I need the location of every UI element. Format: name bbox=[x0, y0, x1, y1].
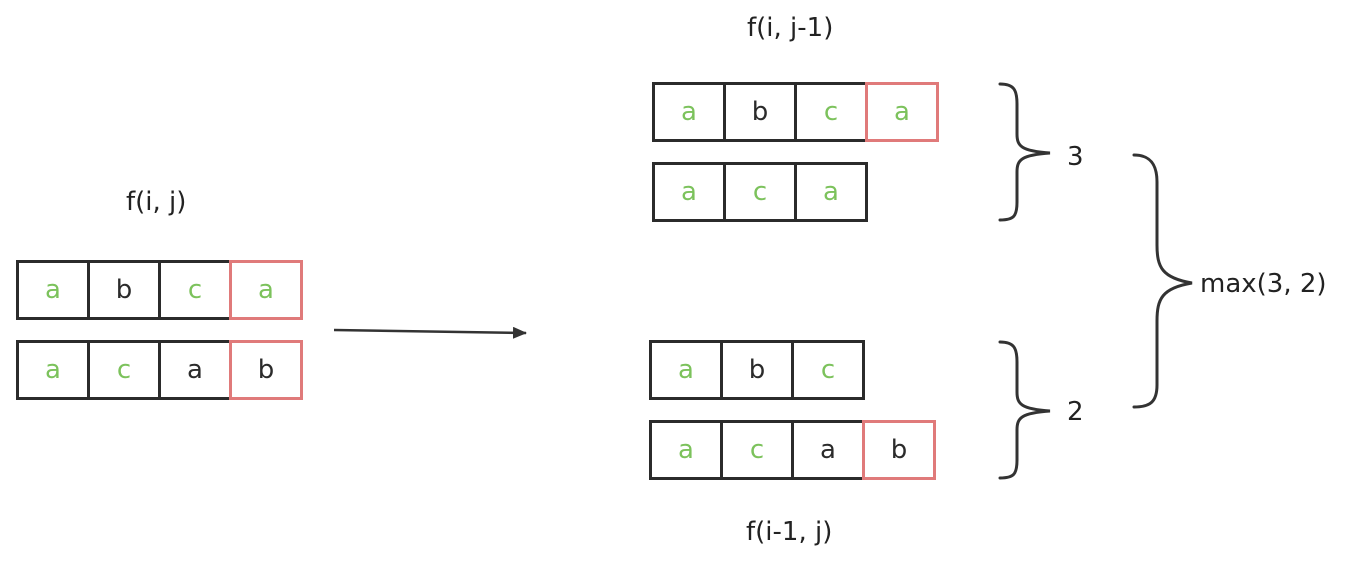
char-cell: a bbox=[791, 420, 865, 480]
char-cell: a bbox=[649, 340, 723, 400]
transition-arrow bbox=[333, 326, 527, 339]
char-cell: a bbox=[16, 340, 90, 400]
char-cell: c bbox=[791, 340, 865, 400]
char-cell: c bbox=[158, 260, 232, 320]
label-f-i-minus-1-j: f(i-1, j) bbox=[746, 517, 833, 547]
label-f-i-j-minus-1: f(i, j-1) bbox=[747, 13, 834, 43]
label-count-top: 3 bbox=[1067, 142, 1084, 172]
char-cell: c bbox=[87, 340, 161, 400]
char-cell: a bbox=[865, 82, 939, 142]
label-max-result: max(3, 2) bbox=[1200, 269, 1327, 299]
char-cell: b bbox=[720, 340, 794, 400]
char-cell: a bbox=[649, 420, 723, 480]
label-count-bottom: 2 bbox=[1067, 397, 1084, 427]
char-cell: a bbox=[794, 162, 868, 222]
brace-top-pair bbox=[998, 82, 1051, 222]
char-cell: c bbox=[720, 420, 794, 480]
char-cell: a bbox=[158, 340, 232, 400]
label-f-i-j: f(i, j) bbox=[126, 187, 187, 217]
char-cell: b bbox=[723, 82, 797, 142]
char-cell: a bbox=[229, 260, 303, 320]
brace-max bbox=[1132, 153, 1193, 409]
char-cell: a bbox=[652, 82, 726, 142]
char-cell: a bbox=[16, 260, 90, 320]
brace-bottom-pair bbox=[998, 340, 1051, 480]
char-cell: b bbox=[862, 420, 936, 480]
char-cell: b bbox=[229, 340, 303, 400]
char-cell: a bbox=[652, 162, 726, 222]
char-cell: c bbox=[794, 82, 868, 142]
char-cell: b bbox=[87, 260, 161, 320]
char-cell: c bbox=[723, 162, 797, 222]
